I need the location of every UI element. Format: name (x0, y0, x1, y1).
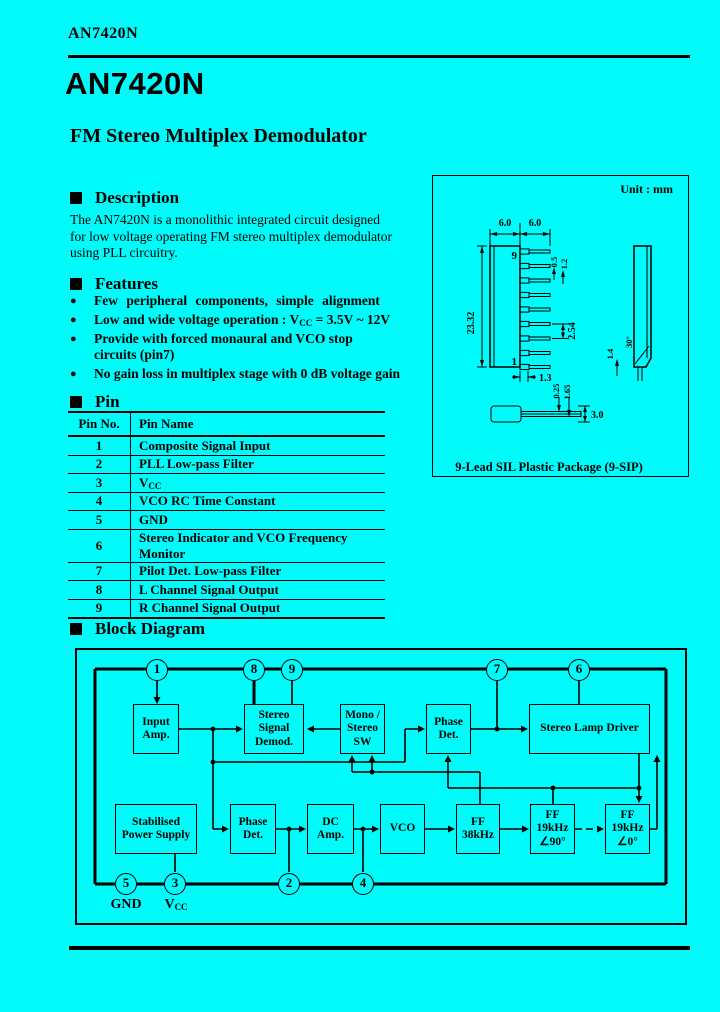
dim-pitch: 2.54 (567, 322, 578, 340)
package-drawing: Unit : mm 6.0 6.0 23.32 9 1 0.5 1.2 2.54… (455, 182, 673, 474)
features-list: ● Few peripheral components, simple alig… (70, 293, 414, 385)
dim-lead-t1: 0.5 (549, 257, 559, 268)
dim-d2: 1.65 (562, 385, 572, 400)
description-line: The AN7420N is a monolithic integrated c… (70, 212, 381, 227)
header-rule (68, 55, 690, 58)
dim-lead-t2: 1.2 (559, 259, 569, 270)
description-heading: Description (70, 188, 179, 208)
feature-text: Few peripheral components, simple alignm… (94, 293, 380, 308)
dim-lead-length: 6.0 (529, 218, 542, 229)
pin-circle-7: 7 (486, 659, 508, 681)
vcc-label: VCC (164, 897, 188, 912)
page-title: AN7420N (65, 66, 205, 101)
col-header-pin-no: Pin No. (68, 411, 131, 437)
pin-circle-8: 8 (243, 659, 265, 681)
block-stereo-lamp-driver: Stereo Lamp Driver (529, 704, 650, 754)
page-subtitle: FM Stereo Multiplex Demodulator (70, 125, 367, 147)
feature-item: ● No gain loss in multiplex stage with 0… (70, 366, 414, 385)
dim-d1: 0.25 (551, 384, 561, 399)
pin-circle-3: 3 (164, 873, 186, 895)
pin-circle-6: 6 (568, 659, 590, 681)
dim-offset: 1.3 (539, 373, 552, 384)
package-unit-label: Unit : mm (620, 182, 673, 196)
pin-circle-9: 9 (281, 659, 303, 681)
dim-side-thickness: 1.4 (605, 348, 615, 359)
description-line: using PLL circuitry. (70, 245, 178, 260)
feature-text: No gain loss in multiplex stage with 0 d… (94, 366, 401, 381)
pin-circle-5: 5 (115, 873, 137, 895)
feature-item: ● Low and wide voltage operation : VCC =… (70, 312, 414, 331)
table-header-row: Pin No. Pin Name (68, 411, 385, 437)
package-caption: 9-Lead SIL Plastic Package (9-SIP) (455, 460, 643, 474)
package-outline-box: Unit : mm 6.0 6.0 23.32 9 1 0.5 1.2 2.54… (432, 175, 689, 477)
bullet-icon: ● (70, 314, 77, 326)
page-header-model: AN7420N (68, 25, 139, 42)
footer-rule (69, 946, 690, 950)
dim-d3: 3.0 (591, 410, 604, 421)
bullet-icon: ● (70, 333, 77, 345)
gnd-label: GND (110, 897, 142, 912)
block-diagram-wires (93, 667, 668, 886)
dim-body-width: 6.0 (499, 218, 512, 229)
feature-item: ● Provide with forced monaural and VCO s… (70, 331, 414, 366)
block-diagram-heading: Block Diagram (70, 619, 205, 639)
bullet-icon: ● (70, 295, 77, 307)
feature-item: ● Few peripheral components, simple alig… (70, 293, 414, 312)
dim-angle: 30° (624, 336, 634, 348)
features-heading: Features (70, 274, 158, 294)
feature-text: Low and wide voltage operation : VCC = 3… (94, 312, 391, 328)
pin-circle-2: 2 (278, 873, 300, 895)
block-vco: VCO (380, 804, 425, 854)
pin-circle-1: 1 (146, 659, 168, 681)
section-square-icon (70, 396, 82, 408)
pin-heading: Pin (70, 392, 120, 412)
package-pin1-label: 1 (512, 356, 518, 368)
package-pin9-label: 9 (512, 250, 518, 262)
section-square-icon (70, 278, 82, 290)
bullet-icon: ● (70, 368, 77, 380)
col-header-pin-name: Pin Name (130, 411, 385, 437)
description-line: for low voltage operating FM stereo mult… (70, 228, 393, 244)
feature-text: Provide with forced monaural and VCO sto… (94, 331, 353, 362)
pin-circle-4: 4 (352, 873, 374, 895)
description-body: The AN7420N is a monolithic integrated c… (70, 212, 454, 262)
section-square-icon (70, 623, 82, 635)
dim-body-height: 23.32 (466, 312, 477, 335)
section-square-icon (70, 192, 82, 204)
